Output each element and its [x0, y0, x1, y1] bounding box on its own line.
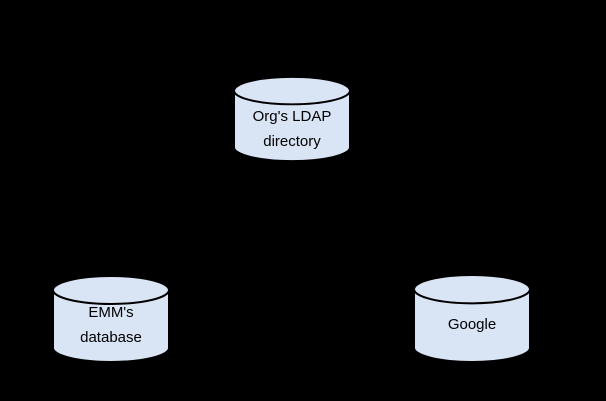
cylinder-body	[52, 290, 170, 363]
node-emm-database: EMM's database	[51, 274, 171, 364]
database-cylinder-icon	[233, 75, 351, 163]
database-cylinder-icon	[52, 275, 170, 363]
database-cylinder-icon	[413, 274, 531, 363]
cylinder-top	[52, 275, 170, 305]
node-org-ldap-directory: Org's LDAP directory	[232, 75, 352, 163]
node-google: Google	[412, 273, 532, 364]
cylinder-body	[233, 90, 351, 163]
cylinder-body	[413, 289, 531, 363]
cylinder-top	[233, 75, 351, 106]
cylinder-top	[413, 274, 531, 305]
